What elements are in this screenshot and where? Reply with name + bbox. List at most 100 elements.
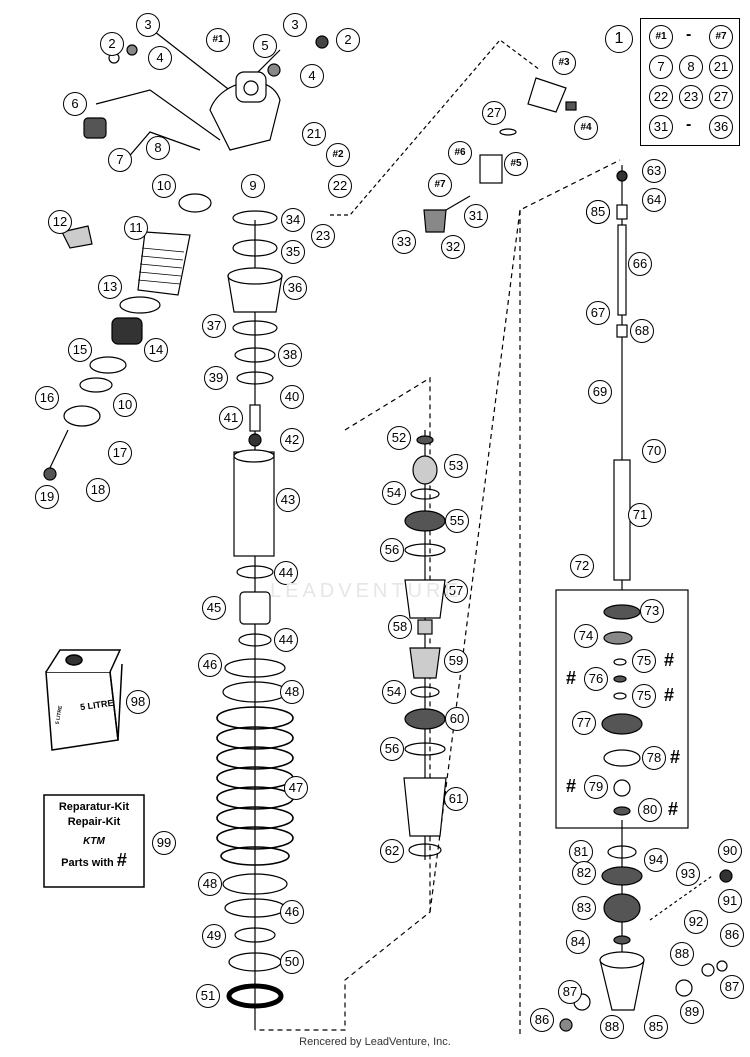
callout-c-44b: 44 [274,628,298,652]
callout-c-41: 41 [219,406,243,430]
callout-c-51: 51 [196,984,220,1008]
callout-c-85a: 85 [644,1015,668,1039]
callout-c-2b: 2 [336,28,360,52]
callout-c-43: 43 [276,488,300,512]
legend-item-ref7: #7 [709,25,733,49]
repair-kit-line3: Parts with # [44,850,144,871]
hash-symbol: # [116,850,127,870]
callout-c-74: 74 [574,624,598,648]
hash-mark-h78: # [670,747,681,767]
callout-c-10a: 10 [152,174,176,198]
ktm-logo: KTM [83,836,105,847]
callout-c-62: 62 [380,839,404,863]
legend-range-dash: - [686,116,692,133]
callout-c-7r: #7 [428,173,452,197]
legend-item-31: 31 [649,115,673,139]
callout-c-93: 93 [676,862,700,886]
callout-c-3b: 3 [283,13,307,37]
callout-c-73: 73 [640,599,664,623]
callout-c-79: 79 [584,775,608,799]
callout-c-49: 49 [202,924,226,948]
footer-credit: Rencered by LeadVenture, Inc. [299,1036,451,1048]
callout-c-88b: 88 [600,1015,624,1039]
legend-item-ref1: #1 [649,25,673,49]
callout-c-7: 7 [108,148,132,172]
callout-c-36: 36 [283,276,307,300]
legend-item-36: 36 [709,115,733,139]
callout-c-66: 66 [628,252,652,276]
callout-c-12: 12 [48,210,72,234]
callout-c-89: 89 [680,1000,704,1024]
callout-c-56b: 56 [380,737,404,761]
callout-c-11: 11 [124,216,148,240]
callout-c-87a: 87 [720,975,744,999]
callout-c-75a: 75 [632,649,656,673]
callout-c-1r: #1 [206,28,230,52]
callout-c-86a: 86 [720,923,744,947]
callout-c-56a: 56 [380,538,404,562]
callout-c-47: 47 [284,776,308,800]
hash-mark-h75b: # [664,685,675,705]
callout-c-3r: #3 [552,51,576,75]
callout-c-4r: #4 [574,116,598,140]
callout-c-50: 50 [280,950,304,974]
hash-mark-h76: # [566,668,577,688]
callout-c-44a: 44 [274,561,298,585]
repair-kit-text: Reparatur-Kit Repair-Kit KTM Parts with … [44,800,144,871]
hash-mark-h75a: # [664,650,675,670]
callout-c-48b: 48 [198,872,222,896]
callout-c-83: 83 [572,896,596,920]
callout-c-55: 55 [445,509,469,533]
callout-c-60: 60 [445,707,469,731]
legend-item-21: 21 [709,55,733,79]
watermark: LEADVENTURE [270,580,462,602]
callout-c-2r: #2 [326,143,350,167]
callout-c-19: 19 [35,485,59,509]
callout-c-5: 5 [253,34,277,58]
hash-mark-h79: # [566,776,577,796]
callout-c-58: 58 [388,615,412,639]
callout-c-9: 9 [241,174,265,198]
callout-c-2a: 2 [100,32,124,56]
callout-c-22: 22 [328,174,352,198]
legend-callout: 1 [605,25,633,53]
callout-c-18: 18 [86,478,110,502]
callout-c-90: 90 [718,839,742,863]
callout-c-76: 76 [584,667,608,691]
callout-c-17: 17 [108,441,132,465]
legend-item-7: 7 [649,55,673,79]
legend-item-27: 27 [709,85,733,109]
parts-with-label: Parts with [61,857,114,869]
callout-c-53: 53 [444,454,468,478]
callout-c-23: 23 [311,224,335,248]
callout-c-84: 84 [566,930,590,954]
callout-c-78: 78 [642,746,666,770]
legend-range-dash: - [686,26,692,43]
callout-c-10b: 10 [113,393,137,417]
callout-c-37: 37 [202,314,226,338]
callout-c-59: 59 [444,649,468,673]
callout-c-63: 63 [642,159,666,183]
callout-c-6: 6 [63,92,87,116]
callout-c-35: 35 [281,240,305,264]
callout-c-91: 91 [718,889,742,913]
callout-c-45: 45 [202,596,226,620]
callout-c-85b: 85 [586,200,610,224]
callout-c-16: 16 [35,386,59,410]
callout-c-94: 94 [644,848,668,872]
legend-item-23: 23 [679,85,703,109]
callout-c-40: 40 [280,385,304,409]
callout-c-77: 77 [572,711,596,735]
callout-c-70: 70 [642,439,666,463]
callout-c-8: 8 [146,136,170,160]
repair-kit-card [43,794,145,888]
callout-c-92: 92 [684,910,708,934]
callout-c-13: 13 [98,275,122,299]
callout-c-46a: 46 [198,653,222,677]
callout-c-68: 68 [630,319,654,343]
callout-c-80: 80 [638,798,662,822]
legend-item-8: 8 [679,55,703,79]
callout-c-86b: 86 [530,1008,554,1032]
